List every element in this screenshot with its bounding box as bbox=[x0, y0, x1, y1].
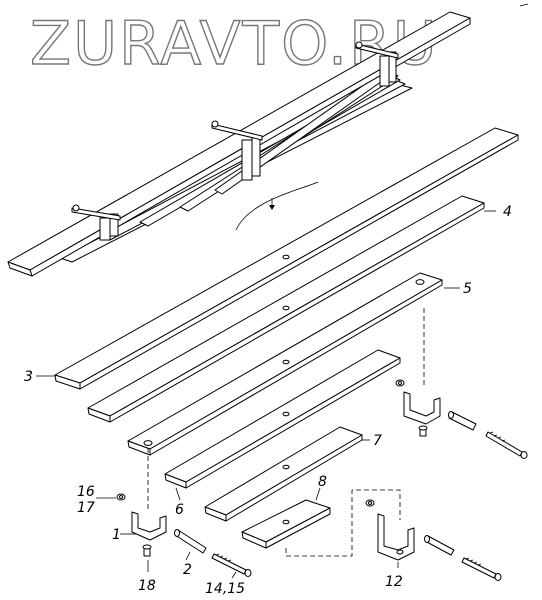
callout-8: 8 bbox=[318, 474, 327, 490]
watermark: ZURAVTO.RU bbox=[30, 9, 439, 79]
callout-16: 16 bbox=[77, 484, 95, 500]
clamp-assembly-lower-right bbox=[285, 489, 502, 581]
explode-brace bbox=[235, 181, 319, 231]
callout-1: 1 bbox=[112, 527, 121, 543]
callout-6: 6 bbox=[175, 502, 184, 518]
callout-12: 12 bbox=[385, 574, 403, 590]
assembled-leaf-spring bbox=[7, 11, 471, 277]
leaf-5 bbox=[127, 272, 443, 456]
callout-5: 5 bbox=[463, 281, 472, 297]
spring-clamp-right bbox=[355, 41, 399, 87]
callout-3: 3 bbox=[24, 369, 33, 385]
leader-lines bbox=[36, 210, 496, 579]
spring-clamp-middle bbox=[211, 120, 263, 181]
callout-17: 17 bbox=[77, 500, 95, 516]
callout-4: 4 bbox=[503, 204, 512, 220]
clamp-assembly-lower-left bbox=[116, 448, 252, 577]
callout-14-15: 14,15 bbox=[205, 581, 245, 597]
leaf-4 bbox=[87, 195, 485, 423]
leaf-7 bbox=[204, 426, 363, 522]
callout-labels: 1 2 3 4 5 6 7 8 12 14,15 16 17 18 bbox=[24, 204, 512, 597]
callout-2: 2 bbox=[183, 562, 192, 578]
spring-clamp-left bbox=[71, 204, 121, 241]
leaf-8 bbox=[241, 499, 331, 549]
leaf-3 bbox=[54, 127, 519, 390]
callout-18: 18 bbox=[138, 578, 156, 594]
corner-mark bbox=[519, 3, 529, 7]
leaf-6 bbox=[164, 349, 401, 489]
callout-7: 7 bbox=[373, 433, 382, 449]
clamp-assembly-upper-right bbox=[395, 308, 528, 459]
